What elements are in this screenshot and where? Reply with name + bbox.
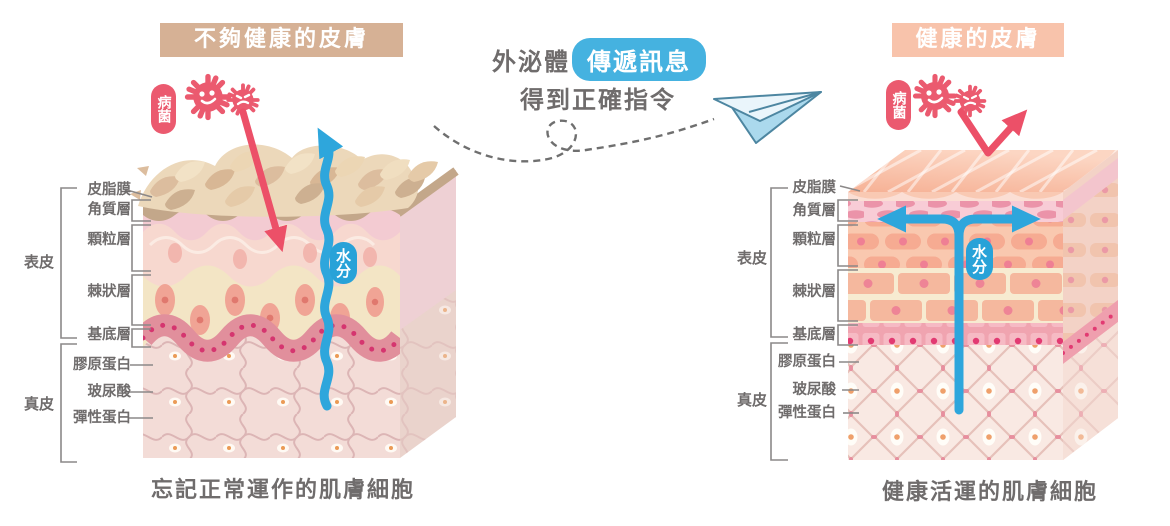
exosome-label: 外泌體: [492, 48, 570, 76]
dry-flaky-surface: [130, 144, 438, 217]
smooth-quilted-surface: [848, 150, 1118, 199]
instruction-text: 得到正確指令: [520, 86, 676, 114]
right-label-brackets: [770, 185, 861, 461]
left-label-collagen: 膠原蛋白: [73, 357, 131, 373]
right-label-stratum-corneum: 角質層: [792, 203, 837, 219]
right-epidermis-label: 表皮: [737, 249, 768, 267]
healthy-skin-header: 健康的皮膚: [892, 23, 1064, 57]
paper-plane-icon: [713, 91, 822, 144]
left-label-spinous-layer: 棘狀層: [87, 284, 132, 300]
left-label-brackets: [60, 187, 153, 463]
right-germs: [915, 76, 987, 115]
right-label-granular-layer: 顆粒層: [792, 232, 837, 248]
moisture-escape-arrow: [317, 127, 344, 411]
germ-bounce-arrow: [957, 108, 1028, 157]
right-germ-badge: 病菌: [886, 80, 911, 130]
left-label-hyaluronic-acid: 玻尿酸: [87, 384, 132, 400]
unhealthy-caption: 忘記正常運作的肌膚細胞: [150, 478, 415, 503]
left-epidermis-label: 表皮: [24, 253, 55, 271]
left-label-stratum-corneum: 角質層: [87, 202, 132, 218]
right-label-collagen: 膠原蛋白: [778, 354, 836, 370]
right-label-sebum-film: 皮脂膜: [792, 180, 837, 196]
right-label-elastin: 彈性蛋白: [778, 405, 836, 421]
moisture-retained-arrow: [877, 205, 1041, 415]
right-label-spinous-layer: 棘狀層: [792, 284, 837, 300]
right-label-hyaluronic-acid: 玻尿酸: [792, 382, 837, 398]
unhealthy-skin-block: [130, 144, 459, 458]
left-moisture-badge: 水分: [330, 242, 357, 284]
right-moisture-badge: 水分: [966, 238, 993, 280]
exosome-flight-path: [433, 117, 715, 163]
message-delivery-badge: 傳遞訊息: [572, 38, 706, 81]
left-label-basal-layer: 基底層: [87, 327, 132, 343]
right-dermis-label: 真皮: [737, 391, 768, 409]
germ-penetration-arrow: [239, 108, 288, 253]
left-label-granular-layer: 顆粒層: [87, 232, 132, 248]
left-germs: [188, 77, 260, 118]
right-label-basal-layer: 基底層: [792, 327, 837, 343]
left-label-sebum-film: 皮脂膜: [87, 182, 132, 198]
left-dermis-label: 真皮: [24, 395, 55, 413]
left-label-elastin: 彈性蛋白: [73, 410, 131, 426]
healthy-caption: 健康活運的肌膚細胞: [881, 480, 1098, 505]
left-germ-badge: 病菌: [151, 84, 176, 134]
unhealthy-skin-header: 不夠健康的皮膚: [160, 23, 403, 57]
